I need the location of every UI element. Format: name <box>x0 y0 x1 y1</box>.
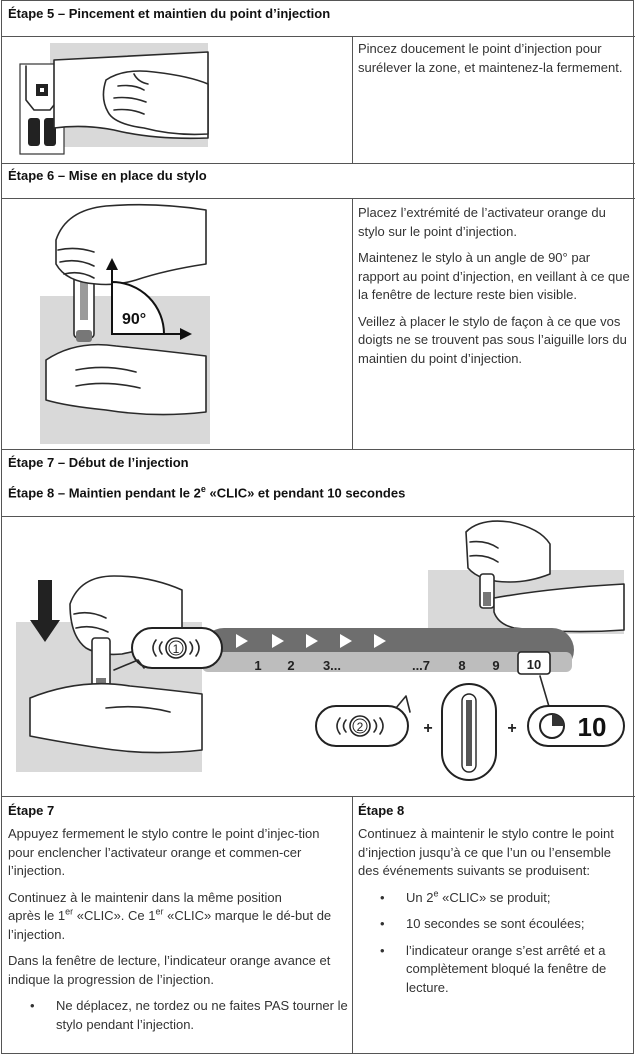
step7-paragraph: Continuez à le maintenir dans la même po… <box>8 889 332 942</box>
angle-label: 90° <box>122 311 146 328</box>
timeline-tick-final: 10 <box>527 657 541 672</box>
row-divider <box>1 796 635 797</box>
step8-subheading: Étape 8 <box>358 803 405 818</box>
first-click-number: 1 <box>173 642 180 656</box>
column-divider <box>352 36 353 163</box>
step7-paragraph: Appuyez fermement le stylo contre le poi… <box>8 826 320 878</box>
step8-paragraph: Continuez à maintenir le stylo contre le… <box>358 826 614 878</box>
step8-bullet: l’indicateur orange s’est arrêté et a co… <box>358 942 634 998</box>
step7-paragraph: Dans la fenêtre de lecture, l’indicateur… <box>8 953 331 987</box>
step8-heading: Étape 8 – Maintien pendant le 2e «CLIC» … <box>8 484 406 501</box>
step7-subheading: Étape 7 <box>8 803 55 818</box>
step7-description: Appuyez fermement le stylo contre le poi… <box>8 825 348 1042</box>
timeline-tick: 9 <box>492 658 499 673</box>
column-divider <box>352 796 353 1054</box>
timeline-tick: 8 <box>458 658 465 673</box>
timeline-tick: 3... <box>323 658 341 673</box>
step6-heading: Étape 6 – Mise en place du stylo <box>8 168 207 183</box>
row-divider <box>1 449 635 450</box>
step6-description: Placez l’extrémité de l’activateur orang… <box>358 204 634 376</box>
second-click-number: 2 <box>357 720 364 734</box>
plus-sign: + <box>423 720 432 737</box>
step6-pen-placement-illustration: 90° <box>40 203 210 444</box>
step6-paragraph: Placez l’extrémité de l’activateur orang… <box>358 205 606 239</box>
timer-label: 10 <box>578 712 607 742</box>
timeline-tick: 2 <box>287 658 294 673</box>
step8-bullet: 10 secondes se sont écoulées; <box>358 915 634 934</box>
row-divider <box>1 163 635 164</box>
step6-paragraph: Veillez à placer le stylo de façon à ce … <box>358 313 627 366</box>
step5-heading: Étape 5 – Pincement et maintien du point… <box>8 6 331 21</box>
step5-description: Pincez doucement le point d’injection po… <box>358 41 623 75</box>
row-divider <box>1 516 635 517</box>
step5-pinch-illustration <box>19 43 209 155</box>
timeline-tick: 1 <box>254 658 261 673</box>
injection-timeline-illustration: 1 2 3... ...7 8 9 10 1 2 + + 10 <box>16 520 625 781</box>
row-divider <box>1 198 635 199</box>
step7-heading: Étape 7 – Début de l’injection <box>8 455 189 470</box>
step8-bullet: Un 2e «CLIC» se produit; <box>358 889 634 908</box>
step6-paragraph: Maintenez le stylo à un angle de 90° par… <box>358 250 630 302</box>
plus-sign: + <box>507 720 516 737</box>
column-divider <box>352 198 353 449</box>
row-divider <box>1 36 635 37</box>
timeline-tick: ...7 <box>412 658 430 673</box>
step8-description: Continuez à maintenir le stylo contre le… <box>358 825 634 1005</box>
step7-bullet: Ne déplacez, ne tordez ou ne faites PAS … <box>8 997 348 1034</box>
